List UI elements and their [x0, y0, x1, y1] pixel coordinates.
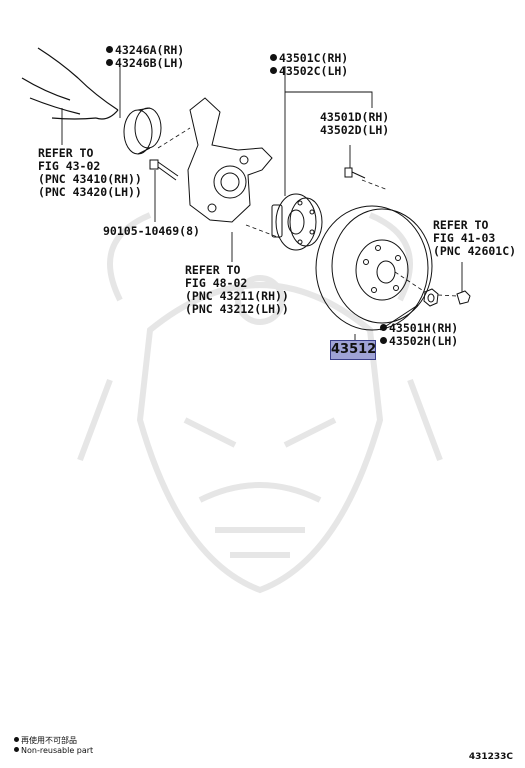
non-reusable-dot-icon — [106, 59, 113, 66]
non-reusable-dot-icon — [14, 747, 19, 752]
brake-disc — [315, 205, 433, 331]
legend-jp: 再使用不可部品 — [14, 736, 93, 746]
axle-hub — [271, 193, 323, 251]
leader-lines — [61, 58, 463, 340]
refer-fig-43-02: REFER TO FIG 43-02 (PNC 43410(RH)) (PNC … — [38, 146, 142, 199]
non-reusable-dot-icon — [106, 46, 113, 53]
nut-lh-label: 43502H(LH) — [380, 335, 458, 348]
knuckle-bolt — [149, 159, 179, 181]
hub-rh-label: 43501C(RH) — [270, 52, 348, 65]
legend: 再使用不可部品 Non-reusable part — [14, 736, 93, 756]
nut-rh-label: 43501H(RH) — [380, 322, 458, 335]
oil-seal — [123, 107, 162, 155]
hand-pointer — [21, 47, 119, 120]
non-reusable-dot-icon — [14, 737, 19, 742]
figure-code: 431233C — [468, 752, 513, 762]
seal-rh-label: 43246A(RH) — [106, 44, 184, 57]
steering-knuckle — [187, 97, 273, 223]
refer-fig-41-03: REFER TO FIG 41-03 (PNC 42601C) — [433, 218, 517, 258]
hub-lh-label: 43502C(LH) — [270, 65, 348, 78]
bolt-label: 90105-10469(8) — [103, 224, 200, 238]
hub-bolt-label: 43501D(RH) 43502D(LH) — [320, 110, 390, 137]
non-reusable-dot-icon — [380, 324, 387, 331]
legend-en: Non-reusable part — [14, 746, 93, 756]
non-reusable-dot-icon — [270, 67, 277, 74]
refer-fig-48-02: REFER TO FIG 48-02 (PNC 43211(RH)) (PNC … — [185, 263, 289, 316]
non-reusable-dot-icon — [270, 54, 277, 61]
hub-bolt — [344, 167, 366, 179]
non-reusable-dot-icon — [380, 337, 387, 344]
alignment-lines — [157, 127, 458, 297]
watermark-logo — [77, 212, 443, 594]
disc-screw — [456, 290, 471, 305]
hub-nut — [423, 288, 439, 307]
seal-lh-label: 43246B(LH) — [106, 57, 184, 70]
disc-part-number[interactable]: 43512 — [330, 340, 376, 360]
